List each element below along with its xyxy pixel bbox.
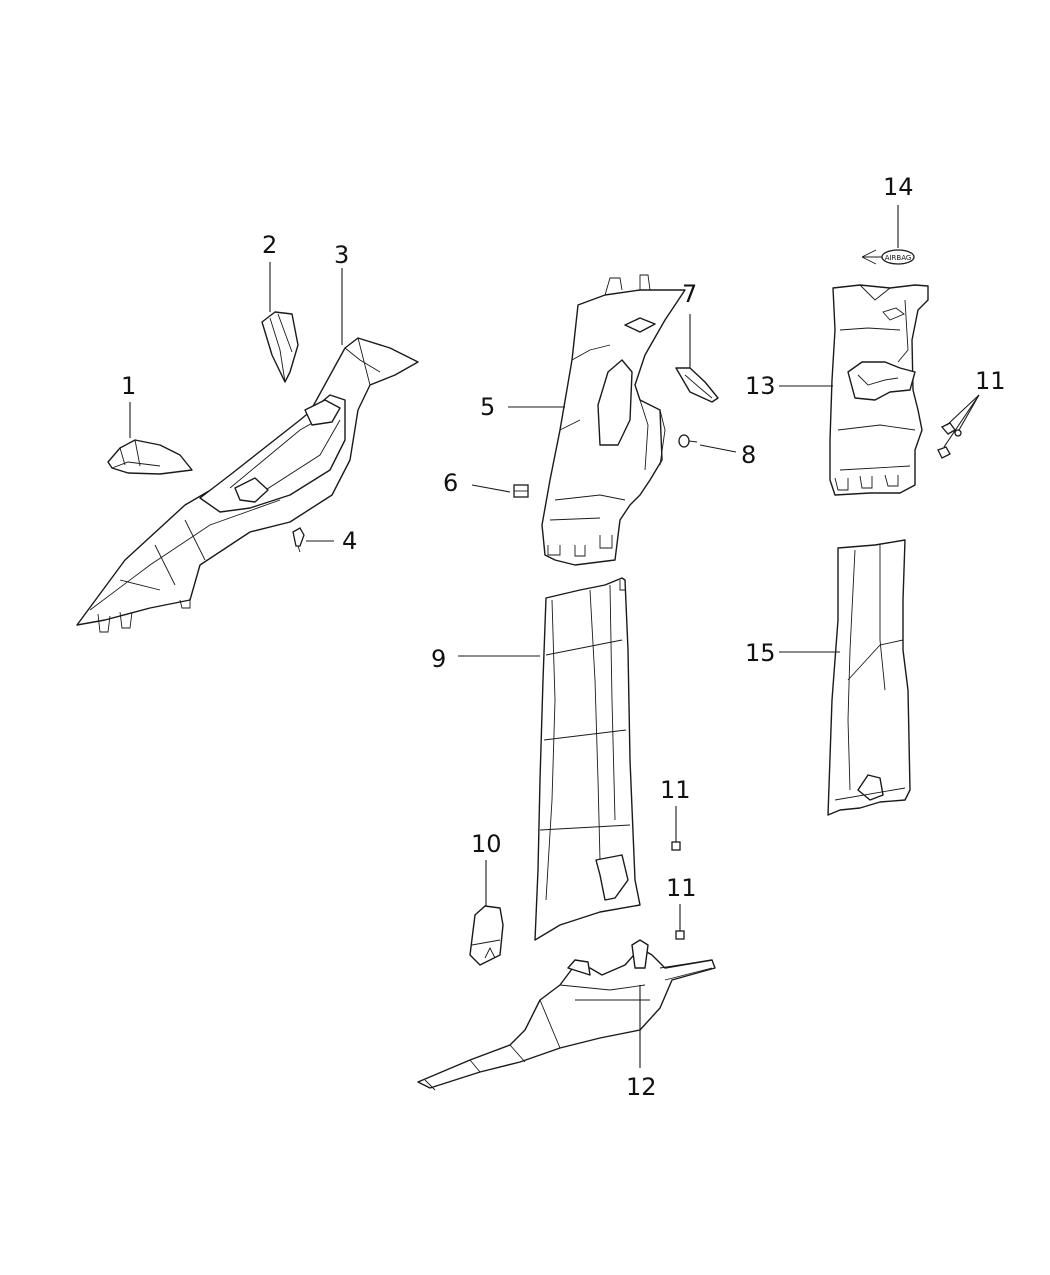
part-11-clip-lower — [675, 930, 685, 940]
callout-14: 14 — [883, 173, 914, 201]
part-11-clip-group — [937, 422, 962, 459]
callout-10: 10 — [471, 830, 502, 858]
callout-11a: 11 — [660, 776, 691, 804]
part-5-b-pillar-upper — [541, 274, 686, 566]
leader-6 — [471, 484, 511, 493]
leader-8 — [699, 444, 737, 453]
part-3-a-pillar-trim — [76, 337, 419, 633]
callout-13: 13 — [745, 372, 776, 400]
callout-11b: 11 — [666, 874, 697, 902]
callout-8: 8 — [741, 441, 756, 469]
callout-2: 2 — [262, 231, 277, 259]
part-6-clip — [513, 484, 529, 498]
leader-11c-1 — [946, 394, 980, 426]
callout-4: 4 — [342, 527, 357, 555]
callout-3: 3 — [334, 241, 349, 269]
part-7-bracket — [675, 367, 719, 403]
part-9-b-pillar-lower — [534, 577, 641, 941]
callout-5: 5 — [480, 393, 495, 421]
airbag-label-text: AIRBAG — [885, 254, 912, 262]
part-14-airbag-label: AIRBAG — [861, 249, 915, 265]
part-8-push-pin — [678, 434, 698, 448]
part-10-cap — [469, 905, 504, 966]
part-11-clip-upper — [671, 841, 681, 851]
callout-12: 12 — [626, 1073, 657, 1101]
callout-15: 15 — [745, 639, 776, 667]
callout-7: 7 — [682, 280, 697, 308]
part-2-cover — [261, 311, 299, 383]
callout-1: 1 — [121, 372, 136, 400]
part-12-sill-plate — [417, 939, 716, 1091]
part-15-c-pillar-lower — [827, 539, 911, 816]
callout-9: 9 — [431, 645, 446, 673]
callout-6: 6 — [443, 469, 458, 497]
leader-11c-3 — [943, 394, 980, 448]
part-1-end-cap — [107, 439, 193, 475]
callout-11c: 11 — [975, 367, 1006, 395]
part-13-c-pillar-upper — [829, 284, 929, 496]
part-4-screw — [292, 527, 305, 553]
